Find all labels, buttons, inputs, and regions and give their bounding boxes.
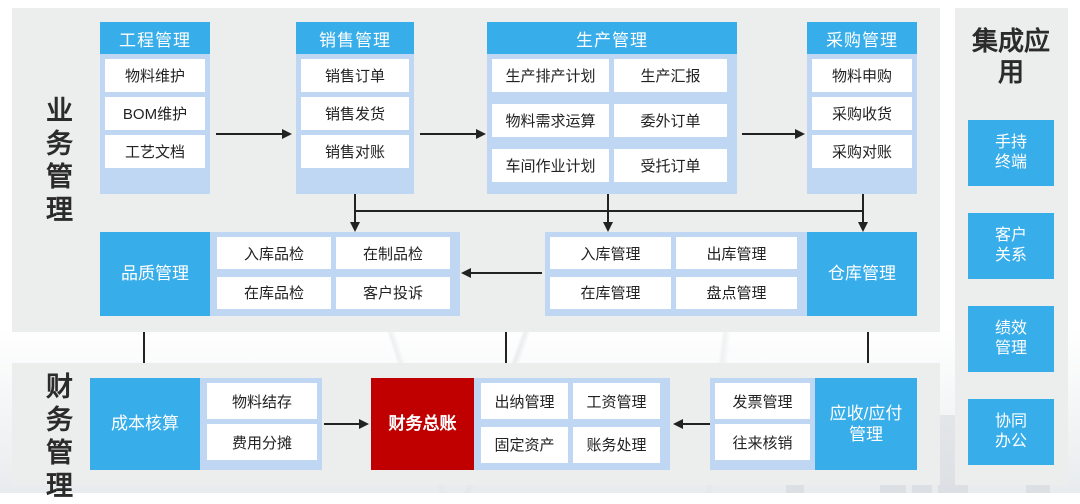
module-card-purchase[interactable]: 采购管理 物料申购 采购收货 采购对账	[807, 22, 917, 194]
module-item[interactable]: 生产排产计划	[492, 59, 609, 92]
module-item[interactable]: BOM维护	[105, 97, 205, 130]
module-card-receivable-payable[interactable]: 发票管理 往来核销 应收/应付管理	[710, 378, 917, 470]
quality-item[interactable]: 入库品检	[217, 237, 331, 269]
receivable-item[interactable]: 往来核销	[715, 424, 810, 460]
connector-warehouse-to-receivable	[867, 332, 869, 368]
arrow-cost-to-ledger-head	[359, 419, 369, 429]
arrow-engineering-to-sales-line	[216, 133, 284, 135]
diagram-canvas: 业务管理 工程管理 物料维护 BOM维护 工艺文档 销售管理 销售订单 销售发货…	[0, 8, 1080, 504]
connector-quality-to-cost	[143, 332, 145, 368]
module-item[interactable]: 销售发货	[301, 97, 409, 130]
bus-down-to-warehouse-left	[607, 210, 609, 224]
module-item[interactable]: 采购收货	[812, 97, 912, 130]
warehouse-item[interactable]: 在库管理	[550, 276, 671, 309]
bus-horizontal-line	[354, 210, 864, 212]
quality-item[interactable]: 在制品检	[336, 237, 450, 269]
module-card-sales[interactable]: 销售管理 销售订单 销售发货 销售对账	[296, 22, 414, 194]
module-title-sales: 销售管理	[296, 22, 414, 54]
module-item[interactable]: 销售对账	[301, 135, 409, 168]
quality-item[interactable]: 客户投诉	[336, 276, 450, 309]
warehouse-item[interactable]: 出库管理	[676, 237, 797, 269]
module-item[interactable]: 工艺文档	[105, 135, 205, 168]
arrow-warehouse-to-quality-line	[470, 272, 542, 274]
module-title-warehouse: 仓库管理	[807, 232, 917, 316]
integration-item-performance-management[interactable]: 绩效管理	[968, 306, 1054, 372]
module-title-quality: 品质管理	[100, 232, 210, 316]
ledger-item[interactable]: 固定资产	[481, 426, 568, 463]
module-item[interactable]: 受托订单	[614, 149, 727, 182]
arrow-receivable-to-ledger-head	[673, 419, 683, 429]
bus-riser-purchase	[862, 194, 864, 212]
module-card-production[interactable]: 生产管理 生产排产计划 生产汇报 物料需求运算 委外订单 车间作业计划 受托订单	[487, 22, 737, 194]
module-item[interactable]: 销售订单	[301, 59, 409, 92]
module-item[interactable]: 车间作业计划	[492, 149, 609, 182]
arrow-down-warehouse-head-2	[858, 222, 868, 232]
module-title-receivable-payable: 应收/应付管理	[815, 378, 917, 470]
arrow-warehouse-to-quality-head	[461, 268, 471, 278]
ledger-item[interactable]: 账务处理	[573, 426, 660, 463]
module-title-cost-accounting: 成本核算	[90, 378, 200, 470]
bus-down-to-quality	[354, 210, 356, 224]
module-card-warehouse[interactable]: 入库管理 出库管理 在库管理 盘点管理 仓库管理	[545, 232, 917, 316]
arrow-engineering-to-sales-head	[282, 129, 292, 139]
integration-item-collaborative-office[interactable]: 协同办公	[968, 399, 1054, 465]
module-card-engineering[interactable]: 工程管理 物料维护 BOM维护 工艺文档	[100, 22, 210, 194]
quality-item[interactable]: 在库品检	[217, 276, 331, 309]
module-item[interactable]: 物料申购	[812, 59, 912, 92]
arrow-sales-to-production-head	[476, 129, 486, 139]
connector-warehouse-to-ledger	[505, 332, 507, 368]
module-title-general-ledger: 财务总账	[371, 378, 474, 470]
module-card-cost-accounting[interactable]: 成本核算 物料结存 费用分摊	[90, 378, 322, 470]
module-title-production: 生产管理	[487, 22, 737, 54]
arrow-production-to-purchase-line	[742, 133, 797, 135]
ledger-item[interactable]: 工资管理	[573, 383, 660, 419]
arrow-down-quality-head	[350, 222, 360, 232]
module-item[interactable]: 物料维护	[105, 59, 205, 92]
module-item[interactable]: 委外订单	[614, 104, 727, 137]
module-card-general-ledger[interactable]: 财务总账 出纳管理 工资管理 固定资产 账务处理	[371, 378, 670, 470]
warehouse-item[interactable]: 盘点管理	[676, 276, 797, 309]
bus-down-to-warehouse-right	[862, 210, 864, 224]
ledger-item[interactable]: 出纳管理	[481, 383, 568, 419]
integration-item-customer-relations[interactable]: 客户关系	[968, 213, 1054, 279]
module-item[interactable]: 生产汇报	[614, 59, 727, 92]
cost-item[interactable]: 物料结存	[207, 383, 317, 419]
finance-management-label: 财务管理	[42, 372, 72, 504]
bus-riser-production	[607, 194, 609, 212]
module-card-quality[interactable]: 品质管理 入库品检 在制品检 在库品检 客户投诉	[100, 232, 460, 316]
arrow-cost-to-ledger-line	[324, 423, 362, 425]
arrow-sales-to-production-line	[420, 133, 478, 135]
arrow-production-to-purchase-head	[795, 129, 805, 139]
module-title-engineering: 工程管理	[100, 22, 210, 54]
business-management-label: 业务管理	[42, 96, 72, 228]
bus-drop-sales	[354, 194, 356, 212]
receivable-item[interactable]: 发票管理	[715, 383, 810, 419]
integration-item-handheld-terminal[interactable]: 手持终端	[968, 120, 1054, 186]
arrow-down-warehouse-head	[603, 222, 613, 232]
warehouse-item[interactable]: 入库管理	[550, 237, 671, 269]
module-item[interactable]: 物料需求运算	[492, 104, 609, 137]
module-title-purchase: 采购管理	[807, 22, 917, 54]
integration-apps-title: 集成应用	[971, 26, 1050, 88]
cost-item[interactable]: 费用分摊	[207, 424, 317, 460]
module-item[interactable]: 采购对账	[812, 135, 912, 168]
